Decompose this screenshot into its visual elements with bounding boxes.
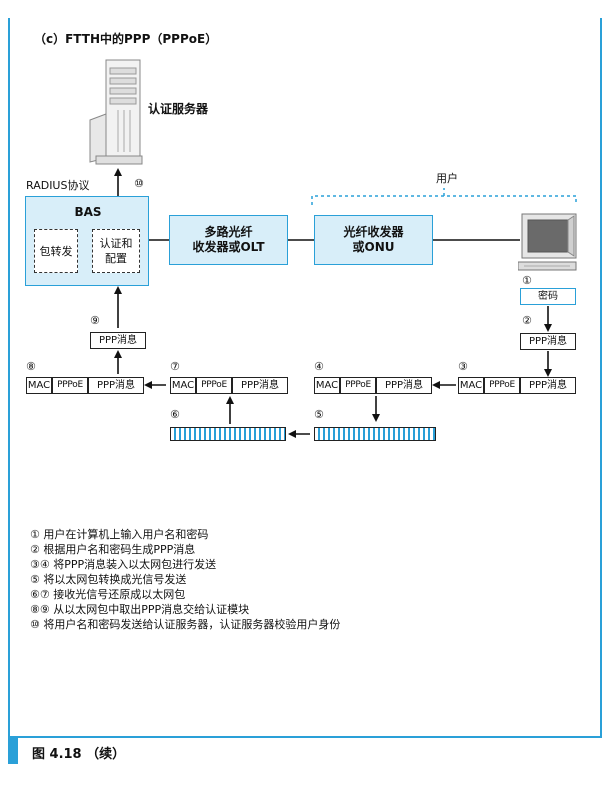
auth-config-line1: 认证和	[99, 237, 133, 250]
step-8-num: ⑧	[26, 360, 36, 373]
computer-icon	[518, 213, 577, 271]
step-3-num: ③	[458, 360, 468, 373]
pppoe-cell-step3: PPPoE	[484, 377, 520, 394]
step-9-num: ⑨	[90, 314, 100, 327]
user-label: 用户	[436, 172, 458, 185]
step-4-num: ④	[314, 360, 324, 373]
radius-label: RADIUS协议	[26, 179, 90, 192]
password-box: 密码	[520, 288, 576, 305]
olt-box: 多路光纤 收发器或OLT	[169, 215, 288, 265]
figure-title: （c）FTTH中的PPP（PPPoE）	[34, 32, 218, 46]
mac-cell-step7: MAC	[170, 377, 196, 394]
step-6-num: ⑥	[170, 408, 180, 421]
ppp-cell-step7: PPP消息	[232, 377, 288, 394]
legend-item: ③④ 将PPP消息装入以太网包进行发送	[30, 558, 217, 571]
auth-config-box: 认证和 配置	[92, 229, 140, 273]
auth-server-label: 认证服务器	[148, 102, 209, 116]
optical-signal-step6	[170, 427, 286, 441]
packet-forward-box: 包转发	[34, 229, 78, 273]
onu-line1: 光纤收发器	[343, 225, 404, 239]
pppoe-cell-step8: PPPoE	[52, 377, 88, 394]
step-2-num: ②	[522, 314, 532, 327]
legend-item: ① 用户在计算机上输入用户名和密码	[30, 528, 209, 541]
olt-line1: 多路光纤	[204, 225, 253, 239]
bas-title: BAS	[74, 205, 102, 219]
olt-line2: 收发器或OLT	[192, 240, 265, 254]
onu-box: 光纤收发器 或ONU	[314, 215, 433, 265]
step-5-num: ⑤	[314, 408, 324, 421]
step-1-num: ①	[522, 274, 532, 287]
mac-cell-step4: MAC	[314, 377, 340, 394]
server-icon	[89, 59, 143, 165]
figure-caption: 图 4.18 （续）	[32, 747, 126, 762]
auth-config-line2: 配置	[105, 252, 127, 265]
ppp-cell-step3: PPP消息	[520, 377, 576, 394]
ppp-cell-step4: PPP消息	[376, 377, 432, 394]
caption-accent-bar	[8, 738, 18, 764]
mac-cell-step3: MAC	[458, 377, 484, 394]
pppoe-cell-step4: PPPoE	[340, 377, 376, 394]
legend-item: ⑩ 将用户名和密码发送给认证服务器，认证服务器校验用户身份	[30, 618, 341, 631]
ppp-message-step2: PPP消息	[520, 333, 576, 350]
packet-forward-label: 包转发	[39, 244, 73, 258]
mac-cell-step8: MAC	[26, 377, 52, 394]
optical-signal-step5	[314, 427, 436, 441]
pppoe-cell-step7: PPPoE	[196, 377, 232, 394]
legend-item: ② 根据用户名和密码生成PPP消息	[30, 543, 196, 556]
step-7-num: ⑦	[170, 360, 180, 373]
bas-box: BAS 包转发 认证和 配置	[25, 196, 149, 286]
legend-item: ⑧⑨ 从以太网包中取出PPP消息交给认证模块	[30, 603, 250, 616]
legend-item: ⑤ 将以太网包转换成光信号发送	[30, 573, 187, 586]
figure-frame	[8, 18, 602, 738]
ppp-cell-step8: PPP消息	[88, 377, 144, 394]
step-10-num: ⑩	[134, 177, 144, 190]
legend: ① 用户在计算机上输入用户名和密码 ② 根据用户名和密码生成PPP消息 ③④ 将…	[30, 527, 340, 632]
ppp-cell-step9: PPP消息	[90, 332, 146, 349]
onu-line2: 或ONU	[352, 240, 395, 254]
legend-item: ⑥⑦ 接收光信号还原成以太网包	[30, 588, 186, 601]
